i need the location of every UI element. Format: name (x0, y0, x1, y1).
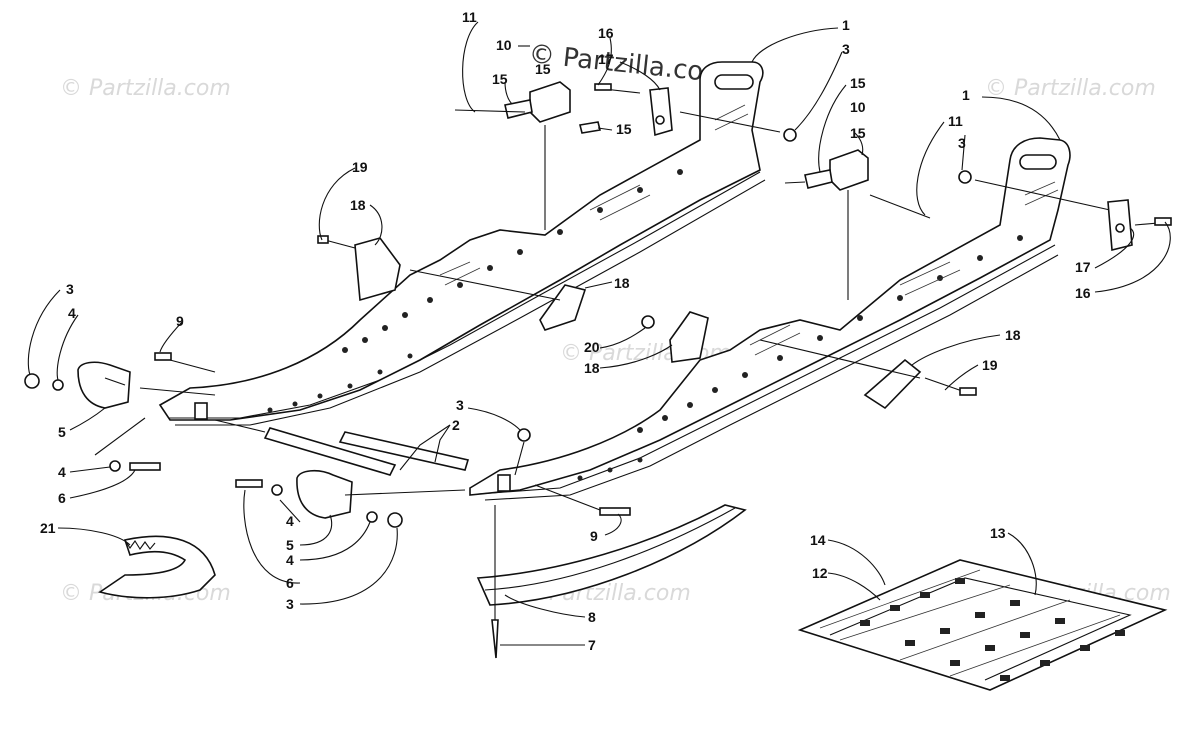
callout-label: 18 (584, 360, 600, 376)
front-left-parts (24, 352, 216, 472)
wear-bar-8 (476, 504, 747, 659)
callout-label: 20 (584, 339, 600, 355)
callout-label: 15 (850, 125, 866, 141)
watermark: © Partzilla.com (985, 76, 1156, 101)
callout-label: 8 (588, 609, 596, 625)
callout-label: 6 (286, 575, 294, 591)
wear-strip-21 (98, 535, 216, 599)
callout-label: 10 (850, 99, 866, 115)
callout-label: 1 (842, 17, 850, 33)
callout-label: 16 (598, 25, 614, 41)
drive-track (797, 559, 1168, 691)
callout-label: 4 (58, 464, 66, 480)
callout-label: 17 (598, 51, 614, 67)
callout-label: 7 (588, 637, 596, 653)
callout-label: 10 (496, 37, 512, 53)
axle-shafts (214, 419, 470, 476)
callout-label: 12 (812, 565, 828, 581)
callout-label: 15 (850, 75, 866, 91)
callout-label: 19 (982, 357, 998, 373)
watermark: © Partzilla.com (60, 76, 231, 101)
callout-label: 3 (286, 596, 294, 612)
callout-label: 6 (58, 490, 66, 506)
callout-label: 3 (842, 41, 850, 57)
left-slide-rail (158, 61, 766, 426)
callout-label: 15 (616, 121, 632, 137)
callout-label: 15 (492, 71, 508, 87)
callout-label: 3 (66, 281, 74, 297)
callout-label: 17 (1075, 259, 1091, 275)
bracket-18 (317, 235, 977, 410)
callout-label: 3 (456, 397, 464, 413)
callout-label: 9 (176, 313, 184, 329)
callout-label: 15 (535, 61, 551, 77)
right-slide-rail (469, 137, 1071, 501)
callout-label: 4 (286, 513, 294, 529)
callout-label: 18 (1005, 327, 1021, 343)
leader-lines (27, 21, 1171, 646)
callout-label: 18 (614, 275, 630, 291)
mount-block-left (454, 81, 797, 230)
callout-labels: 1 3 11 10 16 17 15 15 15 1 3 15 10 15 11… (40, 9, 1091, 653)
callout-label: 5 (286, 537, 294, 553)
callout-label: 9 (590, 528, 598, 544)
callout-label: 11 (462, 9, 477, 25)
callout-label: 1 (962, 87, 970, 103)
callout-label: 13 (990, 525, 1006, 541)
callout-label: 3 (958, 135, 966, 151)
callout-label: 14 (810, 532, 826, 548)
callout-label: 11 (948, 113, 963, 129)
callout-label: 5 (58, 424, 66, 440)
mount-block-right (784, 149, 1172, 300)
callout-label: 2 (452, 417, 460, 433)
callout-label: 21 (40, 520, 56, 536)
front-lower-parts (235, 428, 631, 528)
callout-label: 4 (286, 552, 294, 568)
callout-label: 4 (68, 305, 76, 321)
callout-label: 16 (1075, 285, 1091, 301)
callout-label: 19 (352, 159, 368, 175)
callout-label: 18 (350, 197, 366, 213)
